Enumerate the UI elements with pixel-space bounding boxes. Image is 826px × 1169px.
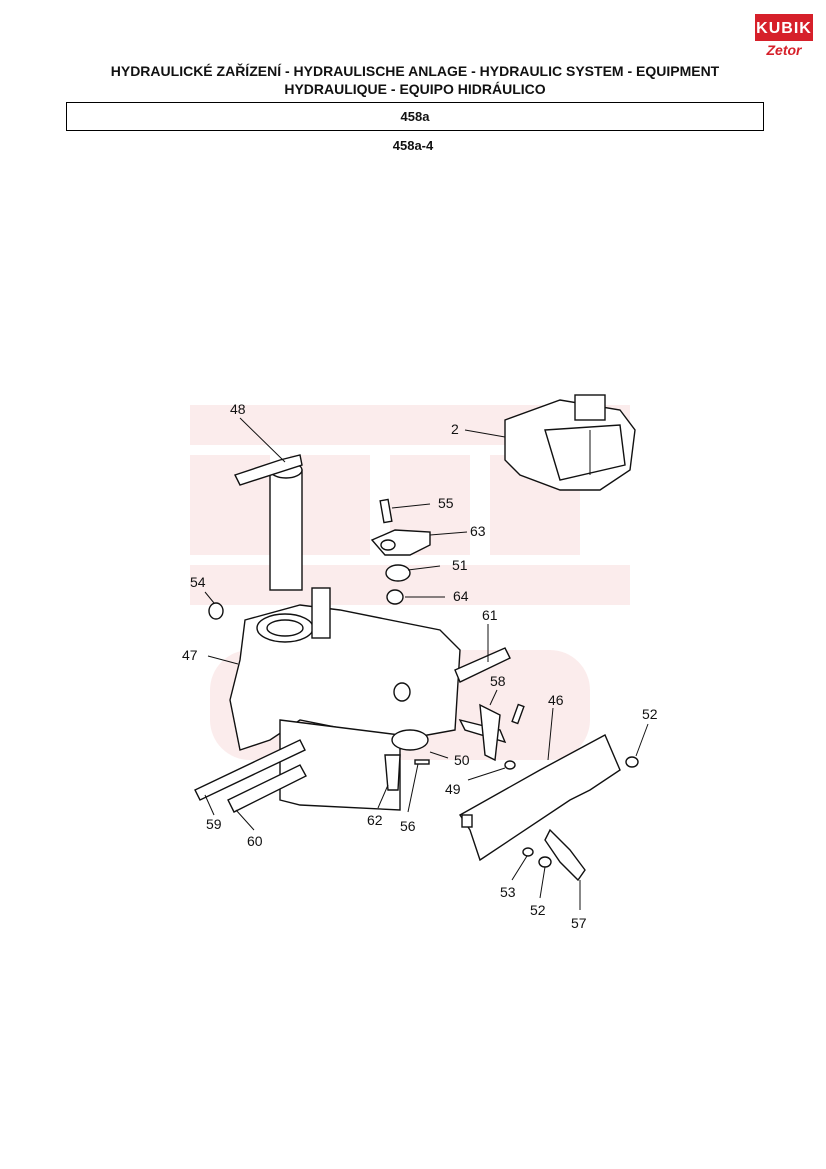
part-48-pin: [234, 454, 303, 591]
logo-top-text: KUBIK: [755, 14, 813, 41]
part-57-lever: [544, 828, 586, 882]
callout-64: 64: [453, 588, 469, 604]
part-54-ring: [208, 602, 224, 620]
section-box: 458a: [66, 102, 764, 131]
title-line-1: HYDRAULICKÉ ZAŘÍZENÍ - HYDRAULISCHE ANLA…: [110, 63, 720, 79]
logo-bottom-text: Zetor: [766, 42, 802, 58]
callout-48: 48: [230, 401, 246, 417]
callout-labels: 48 2 55 63 51 64 54 47 61 58 46 52 49 50…: [182, 401, 658, 931]
callout-60: 60: [247, 833, 263, 849]
callout-47: 47: [182, 647, 198, 663]
part-2-housing: [504, 394, 636, 491]
callout-62: 62: [367, 812, 383, 828]
callout-56: 56: [400, 818, 416, 834]
callout-49: 49: [445, 781, 461, 797]
callout-53: 53: [500, 884, 516, 900]
callout-57: 57: [571, 915, 587, 931]
callout-46: 46: [548, 692, 564, 708]
callout-52-bottom: 52: [530, 902, 546, 918]
callout-63: 63: [470, 523, 486, 539]
part-47-body: [229, 587, 461, 811]
kubik-zetor-logo: KUBIK Zetor: [755, 14, 813, 64]
small-parts-group: [370, 498, 431, 605]
callout-58: 58: [490, 673, 506, 689]
callout-55: 55: [438, 495, 454, 511]
callout-52-top: 52: [642, 706, 658, 722]
valve-parts: [384, 703, 525, 791]
title-line-2: HYDRAULIQUE - EQUIPO HIDRÁULICO: [284, 81, 546, 97]
callout-61: 61: [482, 607, 498, 623]
rods: [194, 647, 511, 813]
page-title: HYDRAULICKÉ ZAŘÍZENÍ - HYDRAULISCHE ANLA…: [80, 62, 750, 98]
leader-lines: [204, 417, 649, 910]
callout-54: 54: [190, 574, 206, 590]
callout-2: 2: [451, 421, 459, 437]
figure-number: 458a-4: [392, 138, 434, 153]
fasteners: [522, 756, 639, 868]
callout-51: 51: [452, 557, 468, 573]
part-46-plate: [458, 734, 621, 862]
callout-59: 59: [206, 816, 222, 832]
callout-50: 50: [454, 752, 470, 768]
